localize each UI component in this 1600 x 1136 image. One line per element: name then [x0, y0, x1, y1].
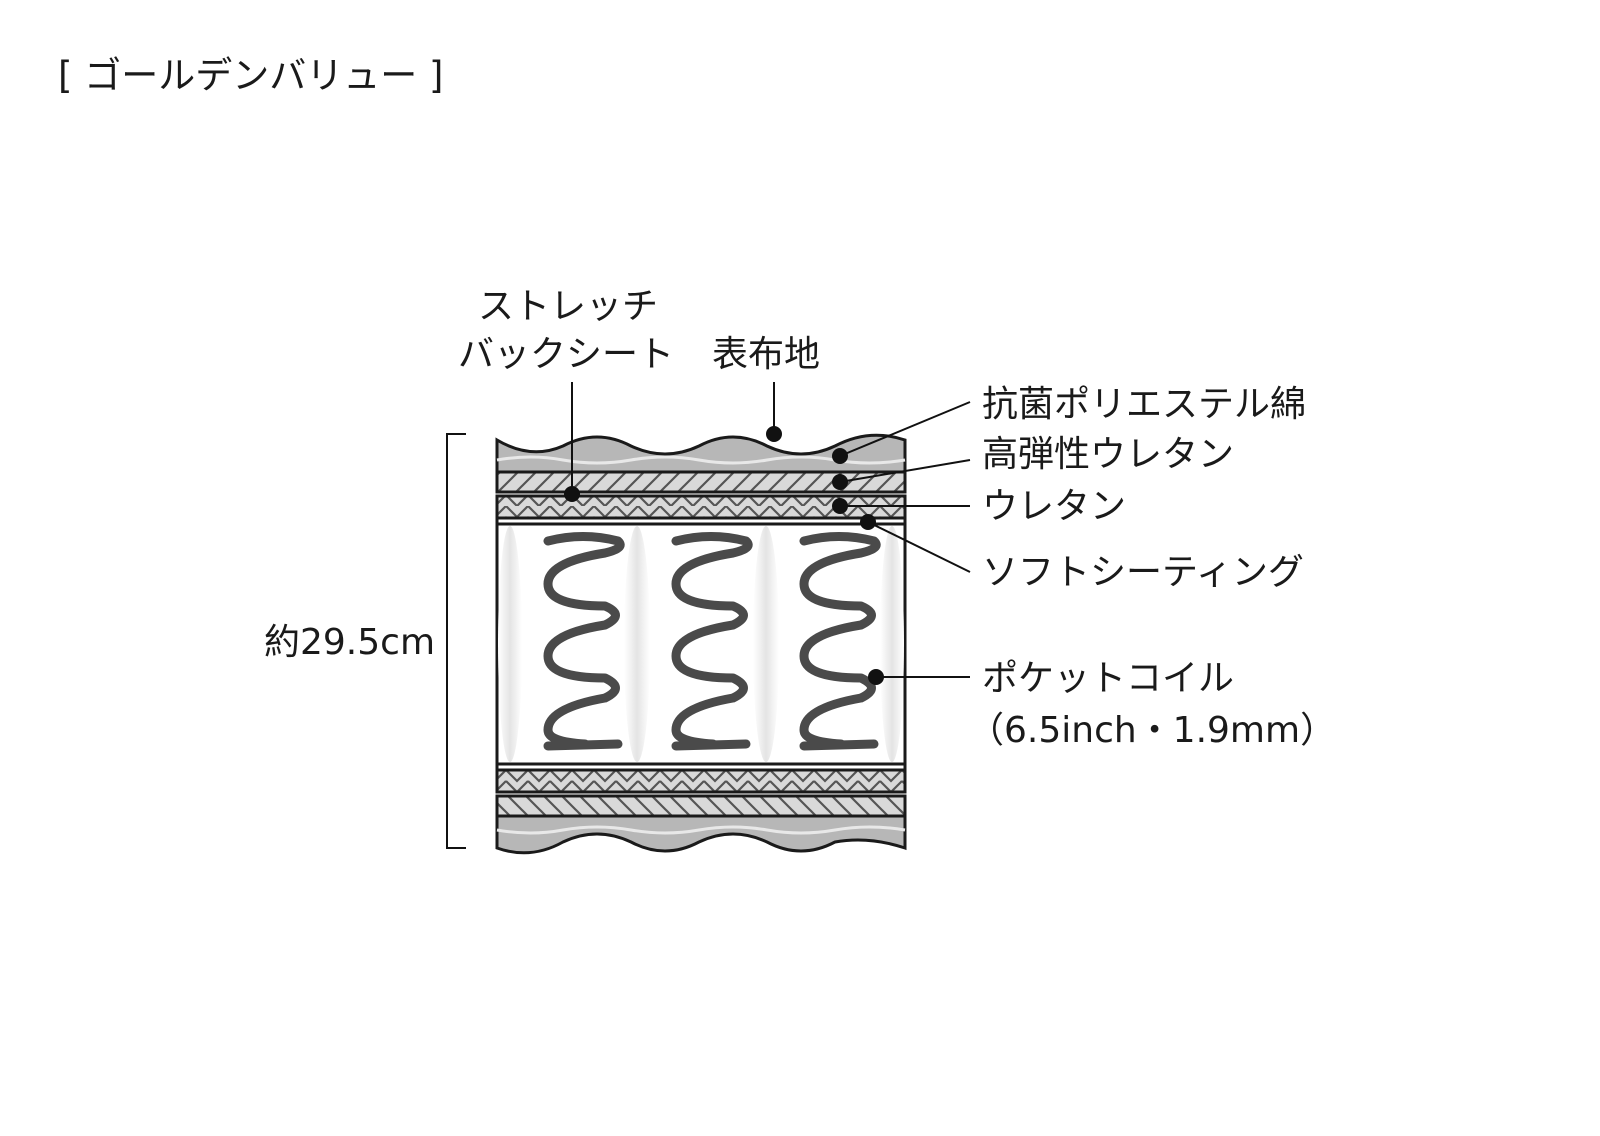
label-antibacterial-cotton: 抗菌ポリエステル綿	[982, 384, 1306, 425]
bottom-fabric-layer	[495, 814, 907, 855]
page-title: [ ゴールデンバリュー ]	[58, 54, 443, 97]
label-soft-sheeting: ソフトシーティング	[982, 552, 1304, 593]
pocket-coil-2	[671, 532, 753, 751]
antibacterial-cotton-dot	[832, 448, 848, 464]
label-urethane: ウレタン	[982, 486, 1126, 527]
pocket-separator	[753, 526, 779, 762]
label-fabric: 表布地	[712, 334, 820, 375]
pocket-separator	[624, 526, 650, 762]
label-high-resilience-urethane: 高弾性ウレタン	[982, 434, 1234, 475]
label-stretch-line1: ストレッチ	[478, 286, 658, 327]
label-pocket-coil: ポケットコイル	[982, 658, 1234, 699]
fabric-dot	[766, 426, 782, 442]
pocket-coil-dot	[868, 669, 884, 685]
height-label: 約29.5cm	[264, 622, 435, 663]
label-pocket-coil-spec: （6.5inch・1.9mm）	[968, 710, 1336, 751]
soft-sheeting-dot	[860, 514, 876, 530]
label-stretch-line2: バックシート	[458, 334, 674, 375]
leader-lines	[564, 382, 971, 685]
height-bracket	[446, 433, 466, 849]
bottom-urethane-layer	[495, 768, 907, 794]
bottom-high-resilience-layer	[495, 794, 907, 818]
pocket-coil-3	[799, 532, 881, 751]
high-resilience-dot	[832, 474, 848, 490]
pocket-separator	[498, 526, 522, 762]
top-high-resilience-layer	[495, 470, 907, 494]
stretch-sheet-dot	[564, 486, 580, 502]
mattress-body	[495, 433, 907, 855]
pocket-coil-1	[543, 532, 625, 751]
pocket-separator	[880, 526, 904, 762]
urethane-dot	[832, 498, 848, 514]
